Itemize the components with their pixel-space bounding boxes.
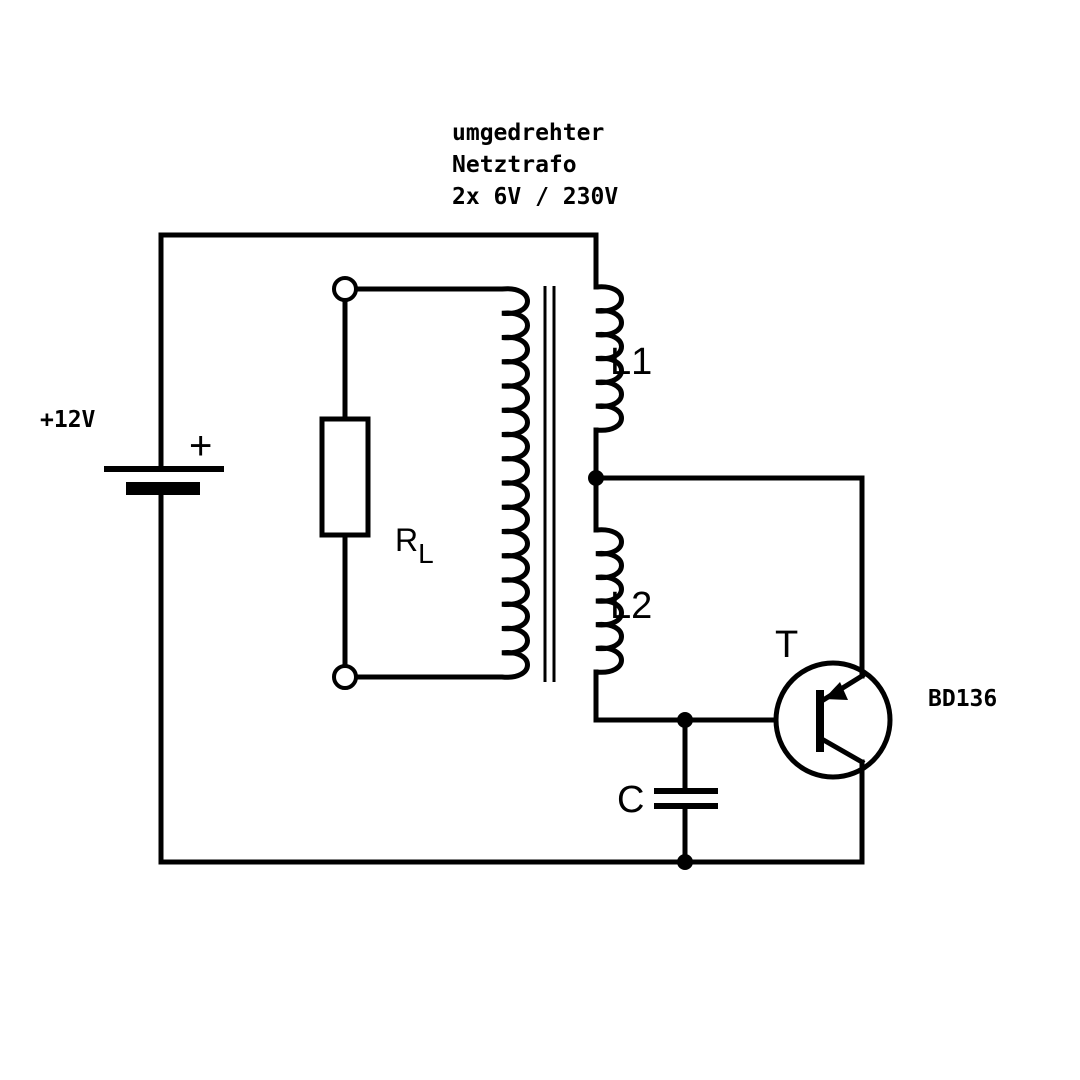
primary-winding-l1: [593, 284, 624, 433]
primary-winding-l2: [593, 527, 624, 675]
junction-dot-ground: [677, 854, 693, 870]
load-resistor-label: RL: [395, 522, 434, 569]
transistor-symbol: [773, 660, 893, 780]
load-resistor: [319, 416, 371, 538]
load-wires: [342, 286, 503, 680]
emitter-arrow-icon: [824, 682, 848, 700]
battery-plus-sign: +: [189, 424, 212, 468]
coil-turns: [499, 286, 530, 680]
capacitor-label: C: [617, 779, 644, 821]
battery-symbol: [104, 466, 224, 495]
battery-voltage-label: +12V: [40, 407, 96, 433]
transformer-title-line2: Netztrafo: [452, 152, 577, 178]
transformer-title-line3: 2x 6V / 230V: [452, 184, 618, 210]
junction-dot-base: [677, 712, 693, 728]
capacitor-symbol: [654, 717, 718, 865]
junction-dot-l1-l2: [588, 470, 604, 486]
coil-turns: [593, 527, 624, 675]
transformer-title-line1: umgedrehter: [452, 120, 604, 146]
load-terminal-bottom: [332, 664, 358, 690]
transistor-part-number: BD136: [928, 686, 997, 712]
l1-label: L1: [610, 341, 652, 383]
transformer-core: [543, 286, 556, 682]
load-terminal-top: [332, 276, 358, 302]
winding-wires: [593, 427, 865, 723]
load-resistor-subscript: L: [418, 538, 434, 569]
coil-turns: [593, 284, 624, 433]
supply-wires: [158, 232, 865, 865]
load-resistor-symbol: R: [395, 522, 418, 558]
transistor-label: T: [775, 624, 798, 666]
secondary-winding: [499, 286, 530, 680]
l2-label: L2: [610, 585, 652, 627]
